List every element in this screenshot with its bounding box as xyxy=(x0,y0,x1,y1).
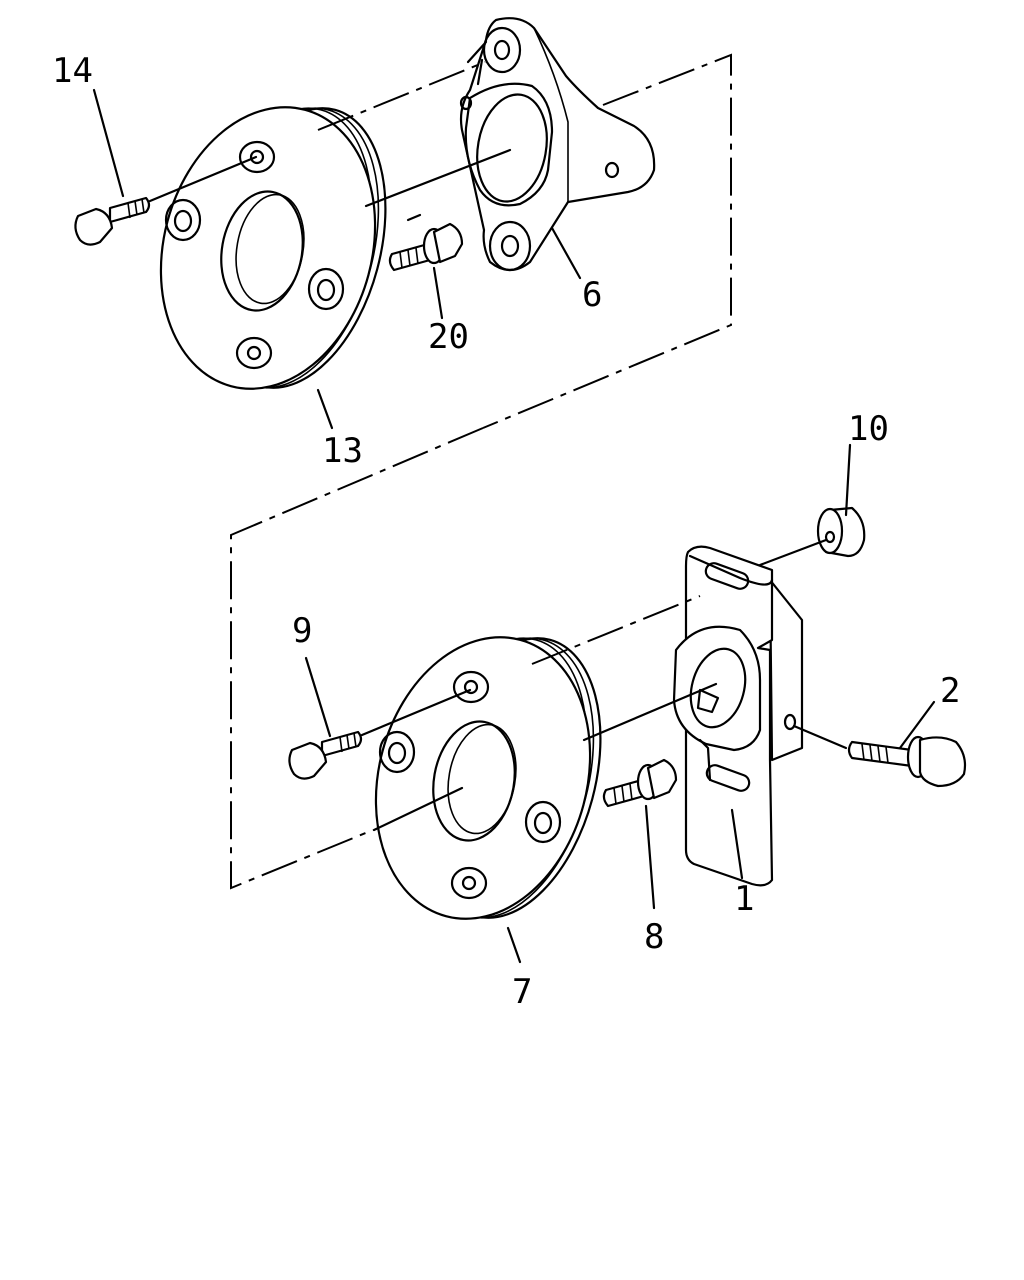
callout-7: 7 xyxy=(512,972,532,1012)
lower-disc-bolt-holes xyxy=(378,670,562,900)
lower-pulley-disc[interactable] xyxy=(346,613,630,943)
upper-pulley-disc[interactable] xyxy=(131,83,415,413)
lower-long-bolt[interactable] xyxy=(847,735,967,788)
callout-9: 9 xyxy=(292,611,312,651)
upper-disc-bolt-holes xyxy=(164,140,345,370)
callout-13: 13 xyxy=(322,431,363,471)
lower-leader-lines xyxy=(304,443,936,964)
callout-20: 20 xyxy=(428,317,469,357)
upper-assembly-frame xyxy=(482,53,732,429)
callout-1: 1 xyxy=(734,879,754,919)
upper-mounting-bracket[interactable] xyxy=(459,17,656,272)
upper-flange-bolt[interactable] xyxy=(388,222,464,272)
lower-assembly-frame xyxy=(230,427,484,890)
callout-10: 10 xyxy=(848,409,889,449)
lower-flange-bolt[interactable] xyxy=(602,758,678,808)
callout-8: 8 xyxy=(644,917,664,957)
callout-14: 14 xyxy=(52,51,93,91)
adjusting-plate[interactable] xyxy=(672,545,804,887)
lower-hex-bolt[interactable] xyxy=(288,730,363,780)
upper-hex-bolt[interactable] xyxy=(74,196,151,246)
upper-leader-lines xyxy=(92,40,582,430)
spacer-nut[interactable] xyxy=(816,506,866,558)
callout-2: 2 xyxy=(940,671,960,711)
callout-6: 6 xyxy=(582,275,602,315)
